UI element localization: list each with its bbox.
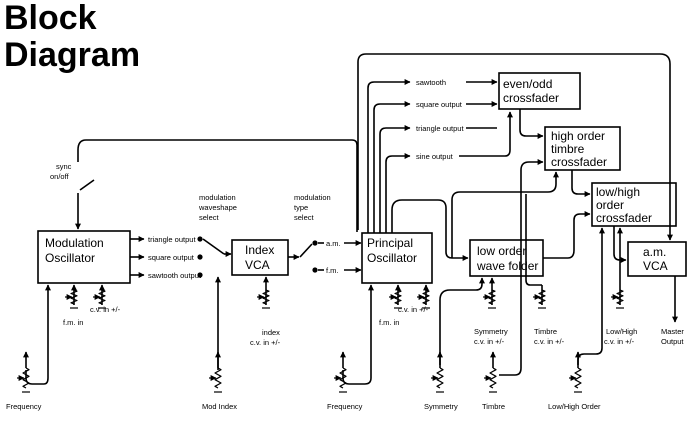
index-trim — [257, 289, 270, 309]
principal-trim-1 — [389, 289, 402, 309]
mod-osc-trim-1 — [65, 289, 78, 309]
frequency-mod-knob-pot — [17, 367, 30, 393]
index-vca-block: Index VCA — [231, 239, 289, 276]
principal-output-sine: sine output — [416, 152, 454, 161]
mod-type-line-1: modulation — [294, 193, 331, 202]
mod-index-knob — [209, 351, 222, 393]
knob-label-timbre: Timbre — [482, 402, 505, 411]
symmetry-knob-pot — [431, 367, 444, 393]
even-odd-label-1: even/odd — [503, 77, 552, 91]
knob-label-frequency-principal: Frequency — [327, 402, 363, 411]
modulation-oscillator-outputs: triangle output square output sawtooth o… — [130, 235, 232, 280]
low-high-order-crossfader-block: low/high order crossfader — [591, 182, 677, 227]
page-title: Block Diagram — [4, 0, 140, 74]
knob-label-low-high-order: Low/High Order — [548, 402, 601, 411]
fm-label: f.m. — [326, 266, 339, 275]
low-high-order-knob-pot — [569, 367, 582, 393]
modulation-oscillator-label-1: Modulation — [45, 236, 104, 250]
low-high-cv-label-2: c.v. in +/- — [604, 337, 635, 346]
modulation-oscillator-label-2: Oscillator — [45, 251, 95, 265]
principal-oscillator-label-2: Oscillator — [367, 251, 417, 265]
mod-waveshape-line-2: waveshape — [198, 203, 237, 212]
index-vca-label-2: VCA — [245, 258, 270, 272]
modulation-oscillator-block: Modulation Oscillator — [37, 230, 131, 284]
frequency-principal-knob — [334, 351, 347, 393]
knob-labels: Frequency Mod Index Frequency Symmetry T… — [6, 402, 601, 411]
am-vca-label-1: a.m. — [643, 245, 666, 259]
mod-type-line-3: select — [294, 213, 315, 222]
timbre-knob-pot — [484, 367, 497, 393]
wave-folder-label-2: wave folder — [476, 259, 538, 273]
symmetry-knob — [431, 351, 444, 393]
principal-output-sawtooth: sawtooth — [416, 78, 446, 87]
cv-labels: c.v. in +/- f.m. in index c.v. in +/- c.… — [63, 305, 684, 347]
mod-waveshape-line-1: modulation — [199, 193, 236, 202]
frequency-principal-knob-pot — [334, 367, 347, 393]
symmetry-trim — [483, 289, 496, 309]
timbre-trim — [533, 289, 546, 309]
am-vca-block: a.m. VCA — [627, 241, 687, 277]
low-high-label-1: low/high — [596, 185, 640, 199]
principal-output-square: square output — [416, 100, 463, 109]
title-line-2: Diagram — [4, 36, 141, 74]
high-order-label-1: high order — [551, 129, 605, 143]
principal-oscillator-block: Principal Oscillator — [361, 232, 433, 284]
sync-label-1: sync — [56, 162, 72, 171]
knob-label-symmetry: Symmetry — [424, 402, 458, 411]
master-output-label-1: Master — [661, 327, 684, 336]
principal-fm-label: f.m. in — [379, 318, 399, 327]
mod-type-line-2: type — [294, 203, 308, 212]
knob-label-mod-index: Mod Index — [202, 402, 237, 411]
modulation-waveshape-label: modulation waveshape select — [198, 193, 237, 222]
index-cv-label-1: index — [262, 328, 280, 337]
mod-output-sawtooth: sawtooth output — [148, 271, 202, 280]
mod-index-knob-pot — [209, 367, 222, 393]
wave-folder-label-1: low order — [477, 244, 526, 258]
timbre-cv-label-2: c.v. in +/- — [534, 337, 565, 346]
cv-input-trimmers — [65, 289, 624, 309]
title-line-1: Block — [4, 0, 97, 37]
sync-label-2: on/off — [50, 172, 70, 181]
mod-osc-fm-label: f.m. in — [63, 318, 83, 327]
high-order-timbre-crossfader-block: high order timbre crossfader — [544, 126, 621, 171]
high-order-label-3: crossfader — [551, 155, 607, 169]
mod-osc-trim-2 — [93, 289, 106, 309]
knob-label-frequency-mod: Frequency — [6, 402, 42, 411]
principal-output-triangle: triangle output — [416, 124, 464, 133]
high-order-label-2: timbre — [551, 142, 585, 156]
mod-output-triangle: triangle output — [148, 235, 196, 244]
principal-oscillator-outputs: sawtooth square output triangle output s… — [357, 53, 673, 261]
even-odd-crossfader-block: even/odd crossfader — [498, 72, 581, 110]
mod-waveshape-line-3: select — [199, 213, 220, 222]
index-vca-label-1: Index — [245, 243, 274, 257]
am-vca-label-2: VCA — [643, 259, 668, 273]
mod-output-square: square output — [148, 253, 195, 262]
low-high-label-2: order — [596, 198, 624, 212]
timbre-cv-label-1: Timbre — [534, 327, 557, 336]
low-high-label-3: crossfader — [596, 211, 652, 225]
low-high-cv-label-1: Low/High — [606, 327, 637, 336]
principal-cv-label: c.v. in +/- — [398, 305, 429, 314]
low-high-order-knob — [569, 351, 582, 393]
crossfader-routing — [451, 109, 678, 323]
index-cv-label-2: c.v. in +/- — [250, 338, 281, 347]
principal-trim-2 — [417, 289, 430, 309]
frequency-mod-knob — [17, 351, 30, 393]
master-output-label-2: Output — [661, 337, 684, 346]
symmetry-cv-label-1: Symmetry — [474, 327, 508, 336]
even-odd-label-2: crossfader — [503, 91, 559, 105]
timbre-knob — [484, 351, 497, 393]
principal-oscillator-label-1: Principal — [367, 236, 413, 250]
sync-switch: sync on/off — [50, 139, 358, 232]
front-panel-knobs — [17, 351, 582, 393]
am-label: a.m. — [326, 239, 341, 248]
modulation-type-switch: a.m. f.m. modulation type select — [288, 193, 362, 275]
low-high-trim — [611, 289, 624, 309]
symmetry-cv-label-2: c.v. in +/- — [474, 337, 505, 346]
mod-osc-cv-label: c.v. in +/- — [90, 305, 121, 314]
low-order-wave-folder-block: low order wave folder — [469, 239, 544, 277]
